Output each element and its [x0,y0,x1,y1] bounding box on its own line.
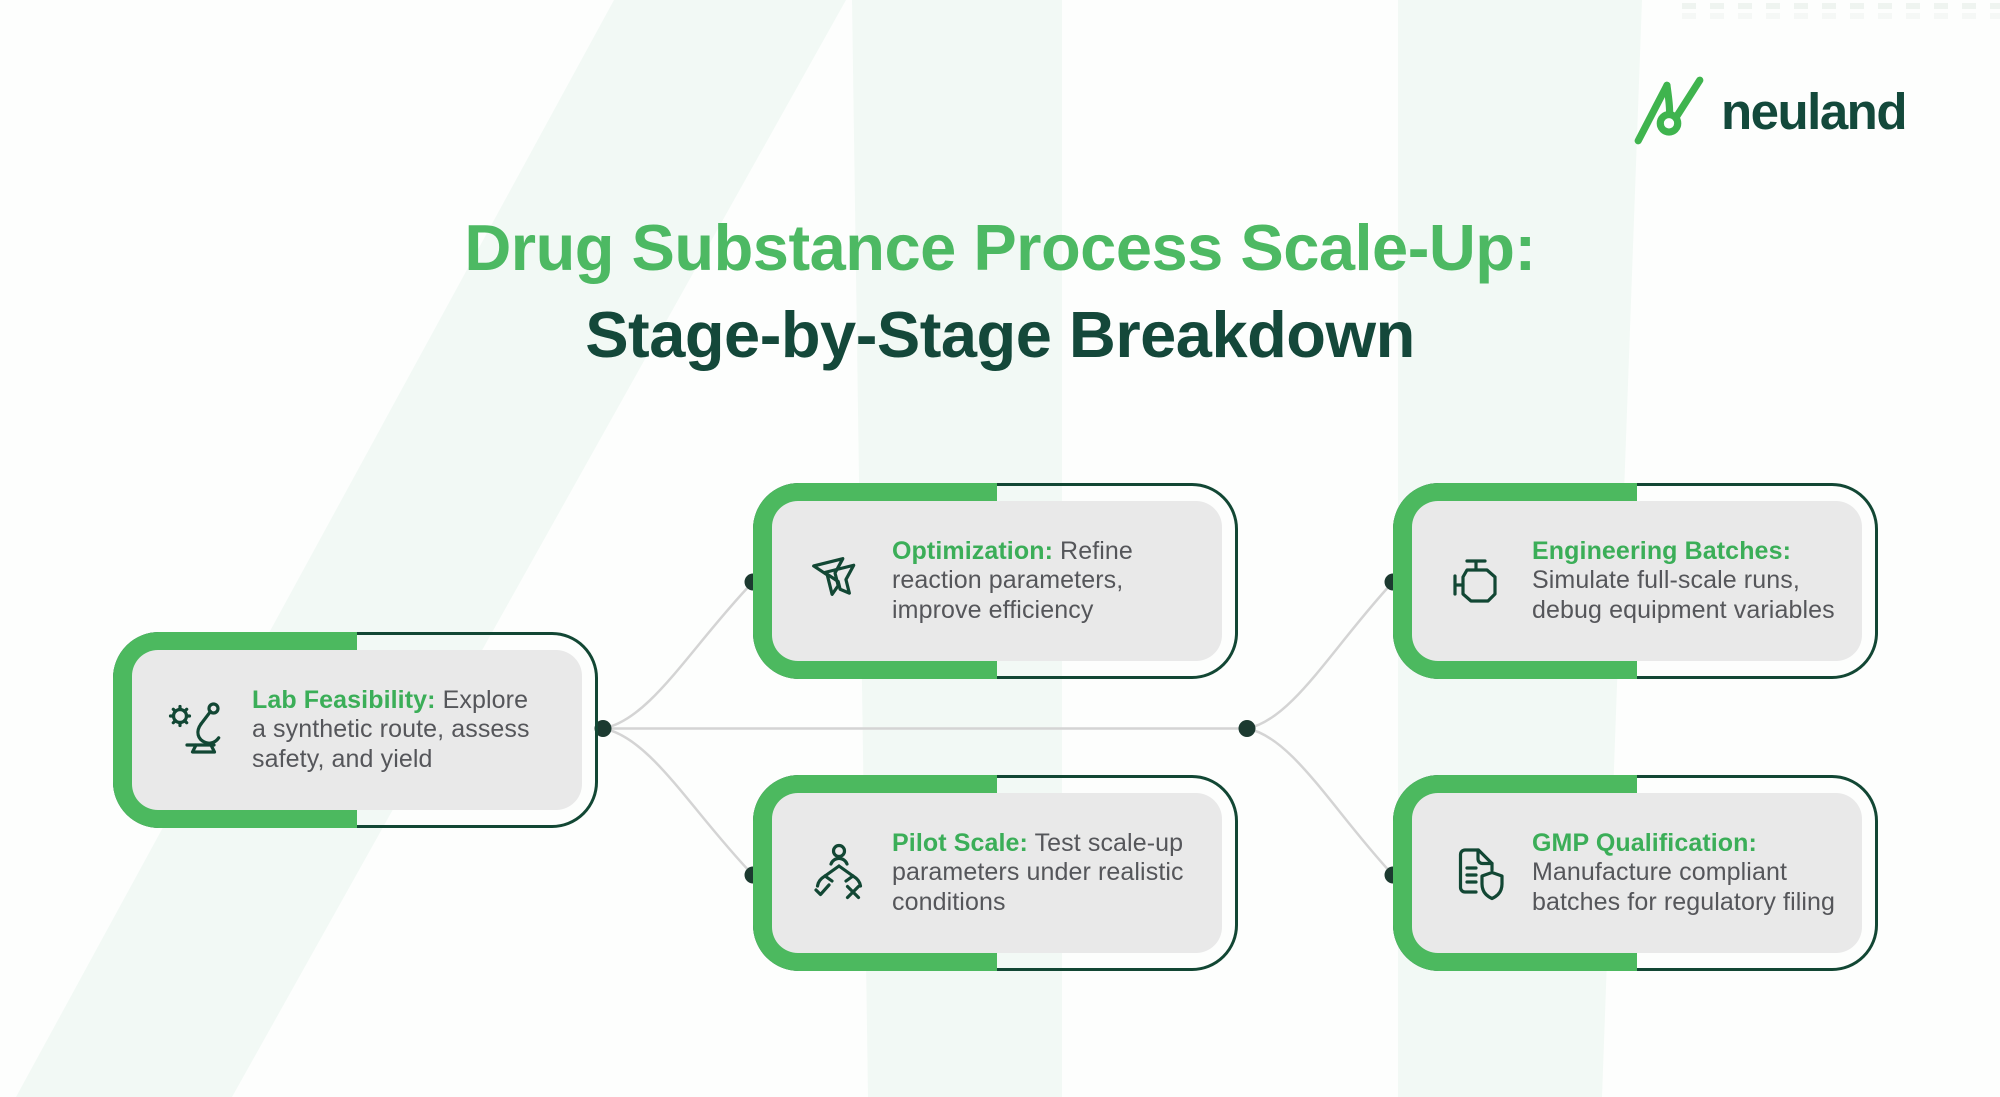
card-description: Explore a synthetic route, assess safety… [252,685,530,773]
connector-line-up-right [1246,582,1393,730]
brand-logo: neuland [1630,72,1908,150]
title-line-1: Drug Substance Process Scale-Up: [464,211,1536,284]
card-description: Refine reaction parameters, improve effi… [892,536,1133,624]
dash-pattern-decor [1682,13,2000,19]
page-title: Drug Substance Process Scale-Up: Stage-b… [0,204,2000,378]
card-heading: GMP Qualification: [1532,828,1757,857]
card-pilot-scale: Pilot Scale: Test scale-up parameters un… [753,775,1238,971]
card-description: Manufacture compliant batches for regula… [1532,858,1836,916]
connector-line-up-left [602,582,753,730]
funnel-icon [812,557,856,596]
connector-dot [1238,720,1256,737]
card-heading: Lab Feasibility: [252,685,436,714]
card-text: Pilot Scale: Test scale-up parameters un… [892,829,1184,918]
card-body: Optimization: Refine reaction parameters… [772,501,1222,661]
card-lab-feasibility: Lab Feasibility: Explore a synthetic rou… [113,632,598,828]
card-heading: Engineering Batches: [1532,536,1791,565]
card-body: GMP Qualification: Manufacture compliant… [1412,793,1862,953]
card-gmp-qualification: GMP Qualification: Manufacture compliant… [1393,775,1878,971]
card-body: Lab Feasibility: Explore a synthetic rou… [132,650,582,810]
dash-pattern-decor [1682,3,2000,9]
card-heading: Pilot Scale: [892,828,1028,857]
microscope-molecule-icon [168,702,221,754]
connector-line-down-left [602,727,753,875]
title-line-2: Stage-by-Stage Breakdown [585,298,1415,371]
card-description: Simulate full-scale runs, debug equipmen… [1532,566,1835,624]
card-engineering-batches: Engineering Batches: Simulate full-scale… [1393,483,1878,679]
document-shield-icon [1458,848,1504,901]
card-text: Optimization: Refine reaction parameters… [892,537,1133,626]
connector-line-down-right [1246,727,1393,875]
decision-tree-check-x-icon [814,843,863,900]
card-optimization: Optimization: Refine reaction parameters… [753,483,1238,679]
card-text: GMP Qualification: Manufacture compliant… [1532,829,1835,918]
card-text: Engineering Batches: Simulate full-scale… [1532,537,1835,626]
logo-wordmark: neuland [1720,82,1908,140]
card-heading: Optimization: [892,536,1054,565]
card-description: Test scale-up parameters under realistic… [892,828,1184,916]
engine-icon [1453,559,1497,603]
neuland-mark-icon [1634,76,1704,145]
card-text: Lab Feasibility: Explore a synthetic rou… [252,686,530,775]
card-body: Pilot Scale: Test scale-up parameters un… [772,793,1222,953]
card-body: Engineering Batches: Simulate full-scale… [1412,501,1862,661]
